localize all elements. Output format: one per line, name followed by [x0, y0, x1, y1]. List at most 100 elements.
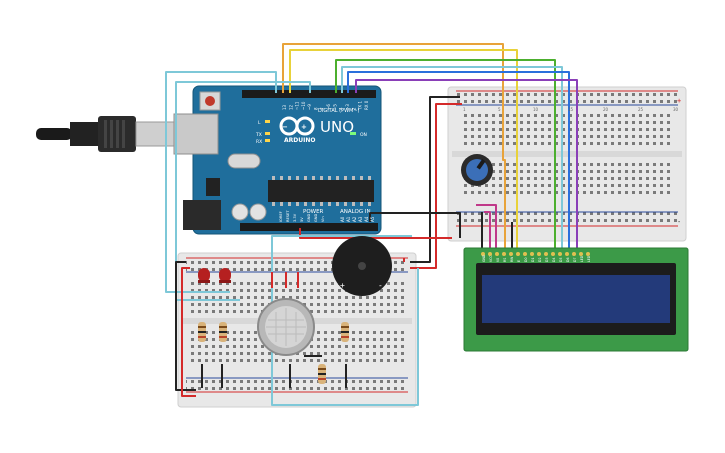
wire-black-gnd — [369, 212, 461, 238]
lcd-display — [463, 247, 689, 352]
digital-pin-label: ~6 — [326, 104, 331, 110]
rail-plus-label: + — [677, 97, 681, 105]
wire-blue — [347, 71, 570, 248]
power-pin-label: 5V — [300, 217, 304, 222]
breadboard-column-number: 30 — [673, 107, 679, 112]
jumpers — [201, 272, 347, 388]
on-label: ON — [360, 132, 367, 138]
analog-label: ANALOG IN — [340, 209, 371, 215]
analog-pin-label: A4 — [364, 216, 369, 222]
lcd-pin-label: D0 — [524, 258, 528, 262]
lcd-pin-label: LED — [587, 255, 591, 262]
digital-pin-label: ~5 — [332, 104, 337, 110]
wire-red-5v — [299, 228, 452, 239]
svg-text:+: + — [301, 123, 307, 131]
arduino-logo: − + — [279, 116, 315, 136]
wire-cyan-usb — [165, 71, 277, 293]
gas-sensor — [257, 298, 315, 356]
resistor — [219, 322, 227, 342]
lcd-pin-label: VCC — [489, 255, 493, 262]
power-pin-label: Vin — [321, 216, 325, 222]
wire-cyan-1 — [341, 66, 563, 248]
regulator — [206, 178, 220, 196]
wire-black-rail — [410, 96, 460, 263]
digital-pin-label: ~10 — [301, 101, 306, 110]
digital-header — [242, 90, 376, 98]
usb-port — [173, 113, 219, 155]
lcd-pin-label: D3 — [545, 258, 549, 262]
digital-pin-label: 8 — [314, 107, 319, 110]
power-pin-label: RESET — [286, 210, 290, 222]
l-led-label: L — [258, 120, 261, 126]
wires — [165, 43, 578, 406]
lcd-pin-label: RW — [510, 256, 514, 262]
lcd-pin-label: GND — [482, 254, 486, 262]
breadboard-column-number: 25 — [638, 107, 644, 112]
board-maker: ARDUINO — [284, 137, 315, 144]
breadboard-column-number: 20 — [603, 107, 609, 112]
board-brand: UNO — [320, 118, 354, 136]
breadboard-column-number: 15 — [568, 107, 574, 112]
piezo-buzzer: + - — [332, 236, 392, 296]
breadboard-column-number: 5 — [498, 107, 501, 112]
buzzer-minus-label: - — [378, 281, 383, 290]
digital-pin-label: RX 0 — [364, 100, 369, 110]
lcd-screen — [482, 275, 670, 323]
lcd-pin-label: D4 — [552, 258, 556, 262]
led-red — [219, 268, 231, 283]
digital-pin-label: 12 — [288, 104, 293, 110]
power-pin-label: 3.3V — [293, 213, 297, 222]
power-pin-label: GND — [307, 214, 311, 222]
wire-magenta-2 — [484, 211, 491, 248]
digital-pin-label: 4 — [339, 107, 344, 110]
lcd-pin-label: D7 — [573, 258, 577, 262]
digital-pin-label: 13 — [282, 104, 287, 110]
wire-red-left — [181, 267, 196, 397]
power-jack — [183, 200, 221, 230]
wire-black-left — [175, 261, 196, 391]
analog-pin-label: A2 — [352, 216, 357, 222]
lcd-pin-label: D1 — [531, 258, 535, 262]
tx-label: TX — [255, 132, 262, 138]
resistor — [341, 322, 349, 342]
digital-pin-label: ~3 — [345, 104, 350, 110]
arduino-uno-board: − + UNO ARDUINO DIGITAL (PWM~) POWER ANA… — [173, 85, 382, 235]
wire-magenta — [476, 204, 497, 248]
resistor — [198, 322, 206, 342]
digital-pin-label: 7 — [320, 107, 325, 110]
digital-label: DIGITAL (PWM~) — [318, 108, 360, 114]
power-analog-header — [240, 223, 378, 231]
wire-cyan-2 — [175, 81, 311, 301]
lcd-pin-label: D2 — [538, 258, 542, 262]
resistor — [318, 364, 326, 384]
wire-green — [335, 59, 556, 248]
lcd-pin-label: RS — [503, 258, 507, 262]
wire-red-rail — [410, 103, 462, 269]
atmega-chip — [268, 180, 374, 202]
wire-purple — [355, 79, 578, 248]
lcd-pin-label: LED — [580, 255, 584, 262]
crystal — [227, 153, 261, 169]
analog-pin-label: A5 — [370, 216, 375, 222]
capacitor — [249, 203, 267, 221]
usb-cable — [36, 116, 177, 152]
power-pin-label: GND — [314, 214, 318, 222]
rx-label: RX — [256, 139, 262, 145]
buzzer-plus-label: + — [340, 281, 345, 290]
svg-text:−: − — [282, 123, 288, 131]
digital-pin-label: TX 1 — [358, 101, 363, 111]
potentiometer[interactable] — [461, 154, 493, 186]
digital-pin-label: ~11 — [295, 101, 300, 110]
lcd-pin-label: D5 — [559, 258, 563, 262]
breadboard-column-number: 10 — [533, 107, 539, 112]
reset-button[interactable] — [205, 96, 215, 106]
wire-orange — [282, 43, 506, 248]
digital-pin-label: ~9 — [307, 104, 312, 110]
power-pin-label: IOREF — [279, 211, 283, 222]
breadboard-column-number: 1 — [463, 107, 466, 112]
rail-minus-label: - — [677, 218, 681, 226]
power-label: POWER — [303, 209, 324, 215]
wire-yellow — [289, 49, 518, 248]
main-breadboard: + - — [447, 86, 687, 242]
